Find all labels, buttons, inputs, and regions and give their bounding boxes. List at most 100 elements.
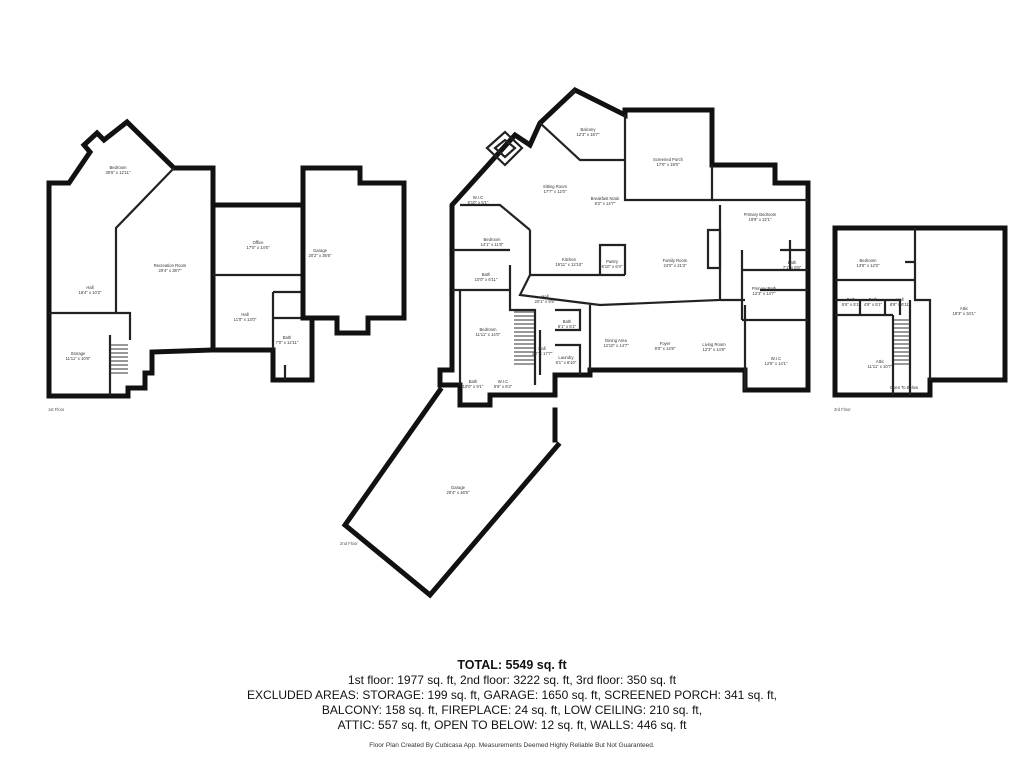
area-breakdown: 1st floor: 1977 sq. ft, 2nd floor: 3222 …: [0, 673, 1024, 733]
fireplace-outline: [485, 130, 524, 167]
room-dimensions: 7'1" x 6'5": [783, 265, 802, 270]
area-breakdown-line: BALCONY: 158 sq. ft, FIREPLACE: 24 sq. f…: [321, 703, 703, 717]
room-name: Sitting Room: [543, 184, 567, 189]
room-dimensions: 11'11" x 10'8": [66, 356, 91, 361]
room-dimensions: 30'6" x 12'11": [106, 170, 131, 175]
first-floor-label: 1st Floor: [48, 407, 65, 412]
room-name: Breakfast Nook: [591, 196, 621, 201]
second-floor-stairs: [514, 311, 534, 365]
room-dimensions: 16'4" x 10'2": [79, 290, 102, 295]
room-name: Hall: [896, 297, 903, 302]
room-dimensions: 17'7" x 12'0": [544, 189, 567, 194]
third-floor-label: 3rd Floor: [834, 407, 851, 412]
room-dimensions: 6'10" x 6'4": [602, 264, 623, 269]
room-name: Bath: [283, 335, 292, 340]
room-dimensions: 19'11" x 12'10": [555, 262, 583, 267]
room-name: Primary Bath: [752, 286, 777, 291]
room-dimensions: 5'6" x 5'1": [842, 302, 861, 307]
first-floor-stairs: [110, 344, 128, 374]
area-breakdown-line: ATTIC: 557 sq. ft, OPEN TO BELOW: 12 sq.…: [337, 718, 687, 732]
room-dimensions: 9'0" x 14'8": [655, 346, 676, 351]
room-dimensions: 12'10" x 14'7": [603, 343, 629, 348]
room-name: Pantry: [606, 259, 619, 264]
room-name: Storage: [71, 351, 86, 356]
room-name: Living Room: [702, 342, 726, 347]
room-name: Bath: [563, 319, 572, 324]
family-room-fireplace: [706, 228, 722, 270]
disclaimer: Floor Plan Created By Cubicasa App. Meas…: [369, 742, 655, 749]
room-name: Bedroom: [484, 237, 502, 242]
room-dimensions: 20'2" x 35'6": [309, 253, 332, 258]
second-floor-label: 2nd Floor: [340, 541, 358, 546]
room-dimensions: 10'0" x 9'1": [463, 384, 484, 389]
room-name: Bath: [469, 379, 478, 384]
room-dimensions: 11'11" x 14'0": [476, 332, 501, 337]
room-dimensions: 18'3" x 34'1": [953, 311, 976, 316]
room-name: Foyer: [660, 341, 671, 346]
room-dimensions: 20'4" x 46'5": [447, 490, 470, 495]
primary-suite-walls: [712, 198, 808, 322]
room-dimensions: 4'8" x 5'1": [864, 302, 883, 307]
room-dimensions: 10'0" x 6'11": [475, 277, 498, 282]
open-to-below-note: Open To Below: [890, 385, 919, 390]
area-breakdown-line: EXCLUDED AREAS: STORAGE: 199 sq. ft, GAR…: [247, 688, 777, 702]
room-dimensions: 6'1" x 8'10": [556, 360, 577, 365]
third-floor-plan: 3rd Floor: [832, 225, 1008, 412]
room-name: Office: [253, 240, 265, 245]
room-dimensions: 5'6" x 6'2": [494, 384, 513, 389]
first-floor-plan: 1st Floor: [46, 118, 407, 412]
room-dimensions: 7'0" x 12'11": [276, 340, 299, 345]
room-name: Attic: [876, 359, 884, 364]
room-name: Garage: [313, 248, 328, 253]
room-name: Laundry: [558, 355, 574, 360]
room-name: Hall: [86, 285, 93, 290]
room-dimensions: 19'9" x 22'1": [749, 217, 772, 222]
total-area: TOTAL: 5549 sq. ft: [457, 658, 567, 672]
room-name: Bedroom: [860, 258, 878, 263]
third-floor-interior: [835, 228, 932, 395]
room-dimensions: 12'3" x 14'8": [703, 347, 726, 352]
room-name: Hall: [241, 312, 248, 317]
room-name: Hall: [538, 346, 545, 351]
room-name: Bath: [788, 260, 797, 265]
room-dimensions: 12'3" x 14'7": [753, 291, 776, 296]
room-dimensions: 8'8" x 6'11": [890, 302, 911, 307]
room-name: Primary Bedroom: [744, 212, 777, 217]
room-dimensions: 11'0" x 13'0": [234, 317, 257, 322]
room-dimensions: 12'3" x 18'7": [577, 132, 600, 137]
room-dimensions: 20'1" x 9'5": [535, 299, 556, 304]
room-name: Bath: [847, 297, 856, 302]
room-dimensions: 24'0" x 21'3": [664, 263, 687, 268]
room-name: Bedroom: [110, 165, 128, 170]
room-dimensions: 3'2" x 17'7": [532, 351, 553, 356]
room-name: Bath: [482, 272, 491, 277]
room-dimensions: 8'1" x 5'1": [558, 324, 577, 329]
room-dimensions: 13'8" x 12'0": [857, 263, 880, 268]
room-dimensions: 17'0" x 14'6": [247, 245, 270, 250]
